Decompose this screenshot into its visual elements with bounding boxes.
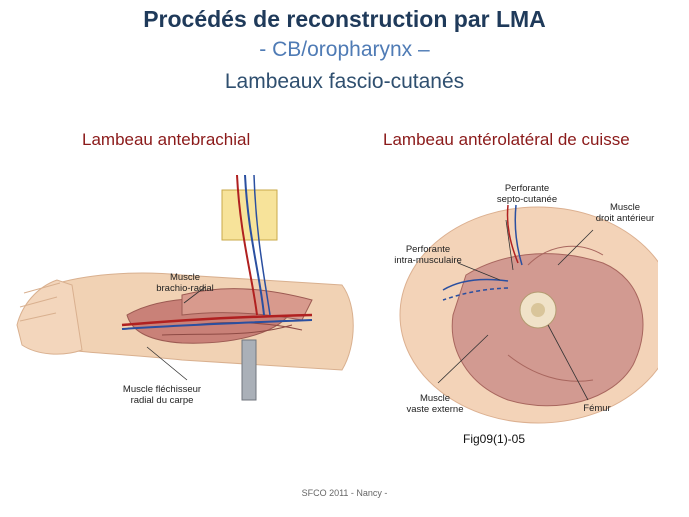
slide-subtitle-site: - CB/oropharynx – xyxy=(259,38,430,61)
label-droit-line2: droit antérieur xyxy=(595,213,655,224)
forearm-flap-illustration xyxy=(16,175,354,401)
label-brachio-radial-line2: brachio-radial xyxy=(156,283,214,294)
label-septo-line2: septo-cutanée xyxy=(496,194,558,205)
label-flechisseur-line1: Muscle fléchisseur xyxy=(122,384,202,395)
label-intra-line1: Perforante xyxy=(405,244,451,255)
thigh-flap-illustration xyxy=(399,204,658,424)
figure-code: Fig09(1)-05 xyxy=(463,432,526,446)
label-droit-line1: Muscle xyxy=(609,202,641,213)
label-vaste-line1: Muscle xyxy=(419,393,451,404)
footer: SFCO 2011 - Nancy - xyxy=(301,488,388,498)
label-intra-line2: intra-musculaire xyxy=(394,255,462,266)
label-brachio-radial-line1: Muscle xyxy=(169,272,201,283)
left-panel-title: Lambeau antebrachial xyxy=(82,130,251,149)
label-vaste-line2: vaste externe xyxy=(406,404,464,415)
right-panel-title: Lambeau antérolatéral de cuisse xyxy=(383,130,630,149)
label-femur: Fémur xyxy=(583,403,611,414)
slide-title: Procédés de reconstruction par LMA xyxy=(143,6,546,32)
label-flechisseur-line2: radial du carpe xyxy=(130,395,194,406)
slide-subtitle-type: Lambeaux fascio-cutanés xyxy=(224,70,465,93)
label-septo-line1: Perforante xyxy=(504,183,550,194)
